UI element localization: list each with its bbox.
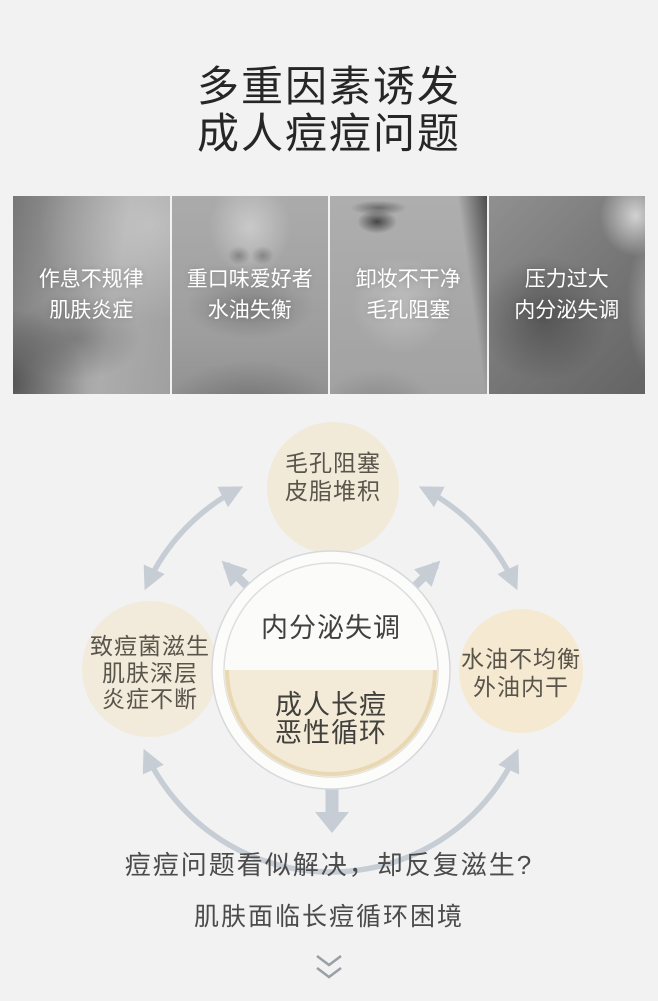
- face-closeup-image: [171, 196, 328, 394]
- photo-caption-line1: 重口味爱好者: [186, 268, 313, 291]
- cause-photo-irregular-routine: 作息不规律 肌肤炎症: [13, 196, 170, 394]
- photo-caption-line2: 内分泌失调: [514, 299, 620, 322]
- page-title-line2: 成人痘痘问题: [196, 110, 461, 157]
- cycle-arrow-top-right: [418, 486, 519, 591]
- cycle-center-bottom-half: [224, 670, 438, 777]
- cycle-node-pores-line2: 皮脂堆积: [285, 478, 381, 504]
- cycle-center-bottom-line2: 恶性循环: [275, 718, 387, 748]
- photo-caption: 重口味爱好者 水油失衡: [172, 264, 329, 326]
- cycle-center-top-label: 内分泌失调: [261, 613, 401, 643]
- chevron-bottom: [316, 966, 342, 979]
- photo-caption-line1: 卸妆不干净: [355, 268, 461, 291]
- chevron-top: [316, 954, 342, 967]
- photo-caption-line2: 水油失衡: [207, 299, 292, 322]
- face-closeup-image: [13, 196, 170, 394]
- cause-photo-stress: 压力过大 内分泌失调: [488, 196, 646, 394]
- acne-cycle-diagram: 毛孔阻塞 皮脂堆积 致痘菌滋生 肌肤深层 炎症不断 水油不均衡 外油内干 内分泌…: [0, 415, 658, 915]
- footer-question-text: 痘痘问题看似解决，却反复滋生?: [124, 850, 534, 880]
- face-closeup-image: [488, 196, 645, 394]
- photo-caption: 作息不规律 肌肤炎症: [13, 264, 170, 326]
- cycle-node-oil-line2: 外油内干: [473, 674, 569, 700]
- cycle-arrow-bottom: [142, 748, 520, 875]
- photo-caption-line2: 毛孔阻塞: [366, 299, 451, 322]
- face-closeup-image: [330, 196, 487, 394]
- cycle-center-bottom-line1: 成人长痘: [275, 690, 387, 720]
- cycle-node-bacteria-line3: 炎症不断: [102, 686, 198, 712]
- cause-photo-heavy-diet: 重口味爱好者 水油失衡: [171, 196, 329, 394]
- photo-caption-line2: 肌肤炎症: [49, 299, 134, 322]
- cycle-arrow-left-top: [143, 486, 244, 591]
- cycle-node-bacteria-line2: 肌肤深层: [102, 660, 198, 686]
- cycle-node-pores-circle: [267, 422, 399, 554]
- cycle-node-bacteria-circle: [82, 601, 218, 737]
- center-arrow-down-head: [315, 812, 349, 833]
- acne-cycle-diagram-svg: 毛孔阻塞 皮脂堆积 致痘菌滋生 肌肤深层 炎症不断 水油不均衡 外油内干 内分泌…: [82, 422, 583, 875]
- cause-photo-row: 作息不规律 肌肤炎症 重口味爱好者 水油失衡 卸妆不干净 毛孔阻塞 压力过大 内…: [13, 196, 645, 394]
- cycle-node-bacteria-line1: 致痘菌滋生: [90, 633, 210, 659]
- photo-caption: 卸妆不干净 毛孔阻塞: [330, 264, 487, 326]
- photo-caption-line1: 压力过大: [524, 268, 609, 291]
- cycle-center-bottom-rim: [225, 669, 437, 776]
- photo-caption: 压力过大 内分泌失调: [489, 264, 646, 326]
- cycle-node-oil-circle: [459, 609, 583, 733]
- cycle-node-oil-line1: 水油不均衡: [461, 646, 581, 672]
- chevron-down-double-icon: [314, 953, 344, 986]
- page-title-line1: 多重因素诱发: [196, 63, 461, 110]
- page-title: 多重因素诱发 成人痘痘问题: [0, 63, 658, 157]
- cycle-node-pores-line1: 毛孔阻塞: [285, 450, 381, 476]
- photo-caption-line1: 作息不规律: [38, 268, 144, 291]
- footer-statement-text: 肌肤面临长痘循环困境: [193, 903, 464, 931]
- cause-photo-makeup-residue: 卸妆不干净 毛孔阻塞: [330, 196, 487, 394]
